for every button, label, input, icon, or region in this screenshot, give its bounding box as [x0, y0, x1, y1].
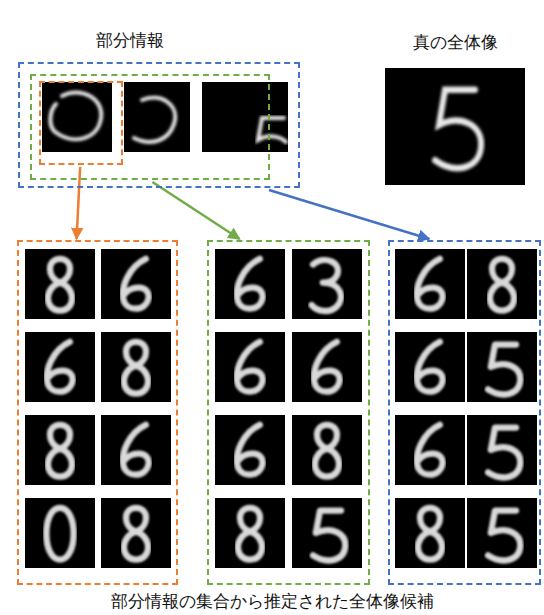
dashed-group-box: 部分情報	[18, 62, 300, 188]
candidate-images	[25, 249, 537, 568]
digit-image	[25, 415, 95, 485]
partial-images	[42, 82, 288, 152]
dashed-group-box	[207, 240, 370, 585]
digit-image	[292, 332, 362, 402]
digit-image	[215, 249, 285, 319]
digit-image	[101, 415, 171, 485]
caption: 部分情報の集合から推定された全体像候補	[0, 589, 544, 613]
digit-image	[292, 415, 362, 485]
group-heading: 部分情報	[0, 28, 269, 52]
digit-image	[467, 332, 537, 402]
digit-image	[395, 415, 465, 485]
digit-image	[467, 415, 537, 485]
image-frame: 真の全体像	[385, 68, 525, 185]
digit-image	[395, 332, 465, 402]
arrow-connector	[269, 190, 429, 239]
digit-image	[215, 415, 285, 485]
digit-image	[395, 249, 465, 319]
dashed-group-box	[30, 74, 270, 180]
dashed-group-box	[388, 240, 541, 585]
digit-image	[25, 498, 95, 568]
group-heading: 真の全体像	[385, 30, 525, 54]
digit-image	[467, 498, 537, 568]
digit-image	[215, 332, 285, 402]
true-image	[385, 68, 525, 185]
digit-image	[25, 249, 95, 319]
digit-image	[101, 249, 171, 319]
digit-image	[215, 498, 285, 568]
dashed-group-box	[17, 240, 178, 585]
digit-image	[292, 249, 362, 319]
arrow-connector	[152, 182, 239, 239]
digit-image	[395, 498, 465, 568]
digit-image	[467, 249, 537, 319]
arrow-connector	[77, 167, 81, 239]
digit-image	[292, 498, 362, 568]
digit-image	[101, 498, 171, 568]
digit-image	[25, 332, 95, 402]
digit-image	[101, 332, 171, 402]
dashed-group-box	[39, 81, 123, 165]
